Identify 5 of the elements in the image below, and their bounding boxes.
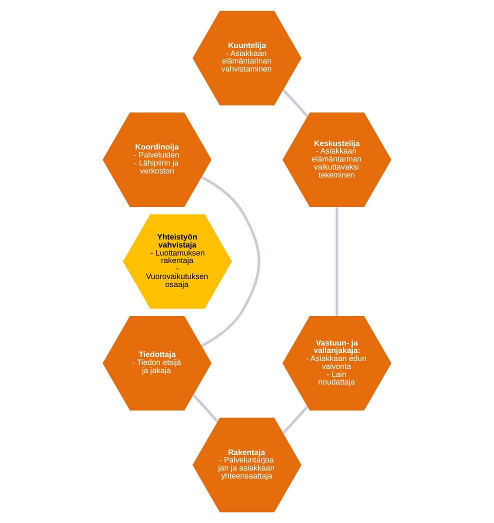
connector: [336, 207, 338, 316]
connector: [192, 394, 218, 422]
connector: [282, 406, 308, 434]
connector: [200, 176, 260, 348]
connector: [282, 89, 308, 118]
